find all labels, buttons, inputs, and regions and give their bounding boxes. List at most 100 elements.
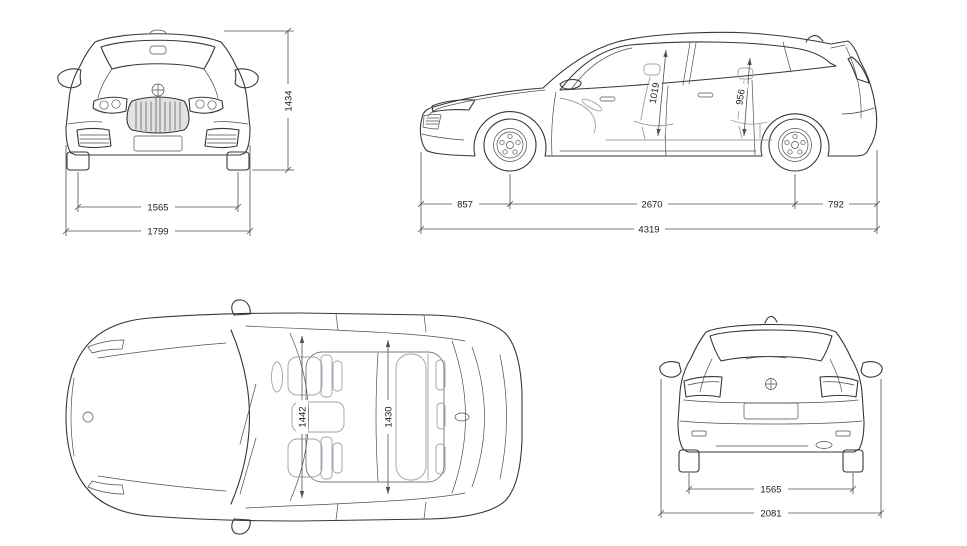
front-interior-width-dim: 1442	[296, 400, 309, 434]
front-intake-left	[76, 127, 112, 149]
rear-tire-left	[678, 449, 700, 473]
side-dimensions: 1019 956 857 2670 792 4319	[417, 49, 881, 236]
front-headroom-label: 1019	[648, 82, 663, 105]
side-grille-slats	[425, 117, 440, 125]
top-rear-roof-arc	[451, 340, 466, 494]
side-glasshouse	[559, 41, 837, 91]
rear-headroom-dim: 956	[731, 82, 749, 112]
rear-headrest	[435, 443, 446, 475]
side-body-outline	[419, 31, 878, 157]
front-wheel-tire	[483, 118, 537, 172]
side-headlamp	[431, 99, 476, 113]
wheel-bolt	[499, 139, 505, 146]
top-dimensions: 1442 1430	[296, 336, 395, 498]
front-hood-creases	[97, 68, 219, 99]
side-mirror	[559, 79, 582, 90]
wheel-bolt	[502, 149, 508, 155]
top-beltline-upper	[245, 325, 466, 342]
side-dimension-ticks	[417, 200, 881, 233]
wheel-bolt	[797, 149, 803, 155]
rear-interior-width-label: 1430	[384, 406, 395, 427]
rear-tailgate-seam	[683, 399, 859, 404]
seat-headrest	[332, 442, 343, 474]
wheelbase-label: 2670	[641, 200, 662, 211]
front-tire-left	[66, 151, 90, 171]
front-intake-right-slats	[206, 134, 237, 144]
front-seat-back	[640, 76, 651, 121]
seat-headrest	[332, 360, 343, 392]
rear-track-label: 1565	[760, 485, 781, 496]
wheel-bolt	[800, 139, 806, 146]
side-spoiler-line	[830, 44, 846, 49]
dashboard	[559, 97, 596, 134]
rear-reflector-right	[835, 430, 851, 437]
front-antenna	[149, 29, 167, 34]
front-door-handle	[599, 96, 616, 102]
rear-wheel-rim	[778, 128, 812, 162]
top-view: 1442 1430	[65, 299, 523, 535]
rear-headroom-label: 956	[734, 88, 748, 106]
top-roof-front-arc	[289, 332, 309, 502]
front-grille-fill	[127, 97, 189, 133]
rear-overhang-label: 792	[828, 200, 844, 211]
wheel-bolt	[507, 133, 513, 140]
front-view: 1434 1565 1799	[57, 27, 295, 238]
top-beltline-lower	[245, 492, 466, 509]
side-grille	[422, 113, 442, 130]
rear-wiper	[745, 356, 787, 360]
front-extension-lines	[65, 30, 294, 236]
side-rear-bumper-line	[841, 107, 875, 115]
front-roundel-cross	[151, 83, 165, 97]
front-license-plate	[133, 135, 183, 152]
headlight-ring	[111, 99, 121, 109]
front-wheel-hub	[506, 141, 514, 149]
top-sunroof	[305, 351, 445, 483]
side-bumper-line	[421, 133, 465, 141]
steering-wheel	[581, 98, 603, 112]
front-headlight-right	[188, 96, 224, 114]
headlight-ring	[99, 100, 109, 110]
top-body-outline	[65, 312, 523, 522]
seat-backrest	[320, 436, 333, 480]
side-extension-lines	[420, 150, 878, 234]
front-headlight-left	[92, 96, 128, 114]
rear-shoulder-lines	[699, 358, 843, 393]
seat-backrest	[320, 354, 333, 398]
length-label: 4319	[638, 225, 659, 236]
seat-cushion	[287, 356, 323, 396]
wheel-bolt	[787, 149, 793, 155]
top-mirror-upper	[231, 299, 251, 316]
rearview-mirror	[149, 45, 167, 55]
front-seat-headrest	[643, 63, 661, 76]
rear-taillight-left-inner	[687, 381, 720, 386]
center-console	[291, 401, 345, 433]
front-dimensions: 1434 1565 1799	[62, 27, 295, 238]
front-bumper-seams	[67, 121, 249, 125]
front-tire-right	[226, 151, 250, 171]
rear-car-drawing	[659, 315, 883, 473]
rear-width-mirrors-label: 2081	[760, 509, 781, 520]
rear-wheel-hub	[791, 141, 799, 149]
rear-license-plate	[743, 402, 799, 420]
front-seat-base	[641, 125, 667, 140]
rear-roundel-cross	[765, 378, 777, 390]
rear-headroom-line	[743, 57, 751, 137]
top-nose-line	[70, 377, 75, 457]
seat-cushion	[287, 438, 323, 478]
rear-wheel-tire	[768, 118, 822, 172]
headlight-ring	[195, 99, 205, 109]
front-kidney-grille	[126, 96, 190, 134]
front-headroom-dim: 1019	[645, 75, 663, 111]
front-car-drawing	[57, 29, 259, 171]
front-overhang-label: 857	[457, 200, 473, 211]
side-b-pillar	[682, 42, 697, 86]
side-hatch-seam	[845, 46, 862, 119]
front-seat-cushion	[633, 120, 674, 127]
top-sunroof-divider	[375, 352, 379, 482]
front-intake-left-slats	[79, 134, 110, 144]
front-track-label: 1565	[147, 203, 168, 214]
rear-dimension-ticks	[657, 485, 885, 517]
top-cowl-arc	[230, 329, 251, 505]
side-hood-shutline	[427, 89, 546, 117]
